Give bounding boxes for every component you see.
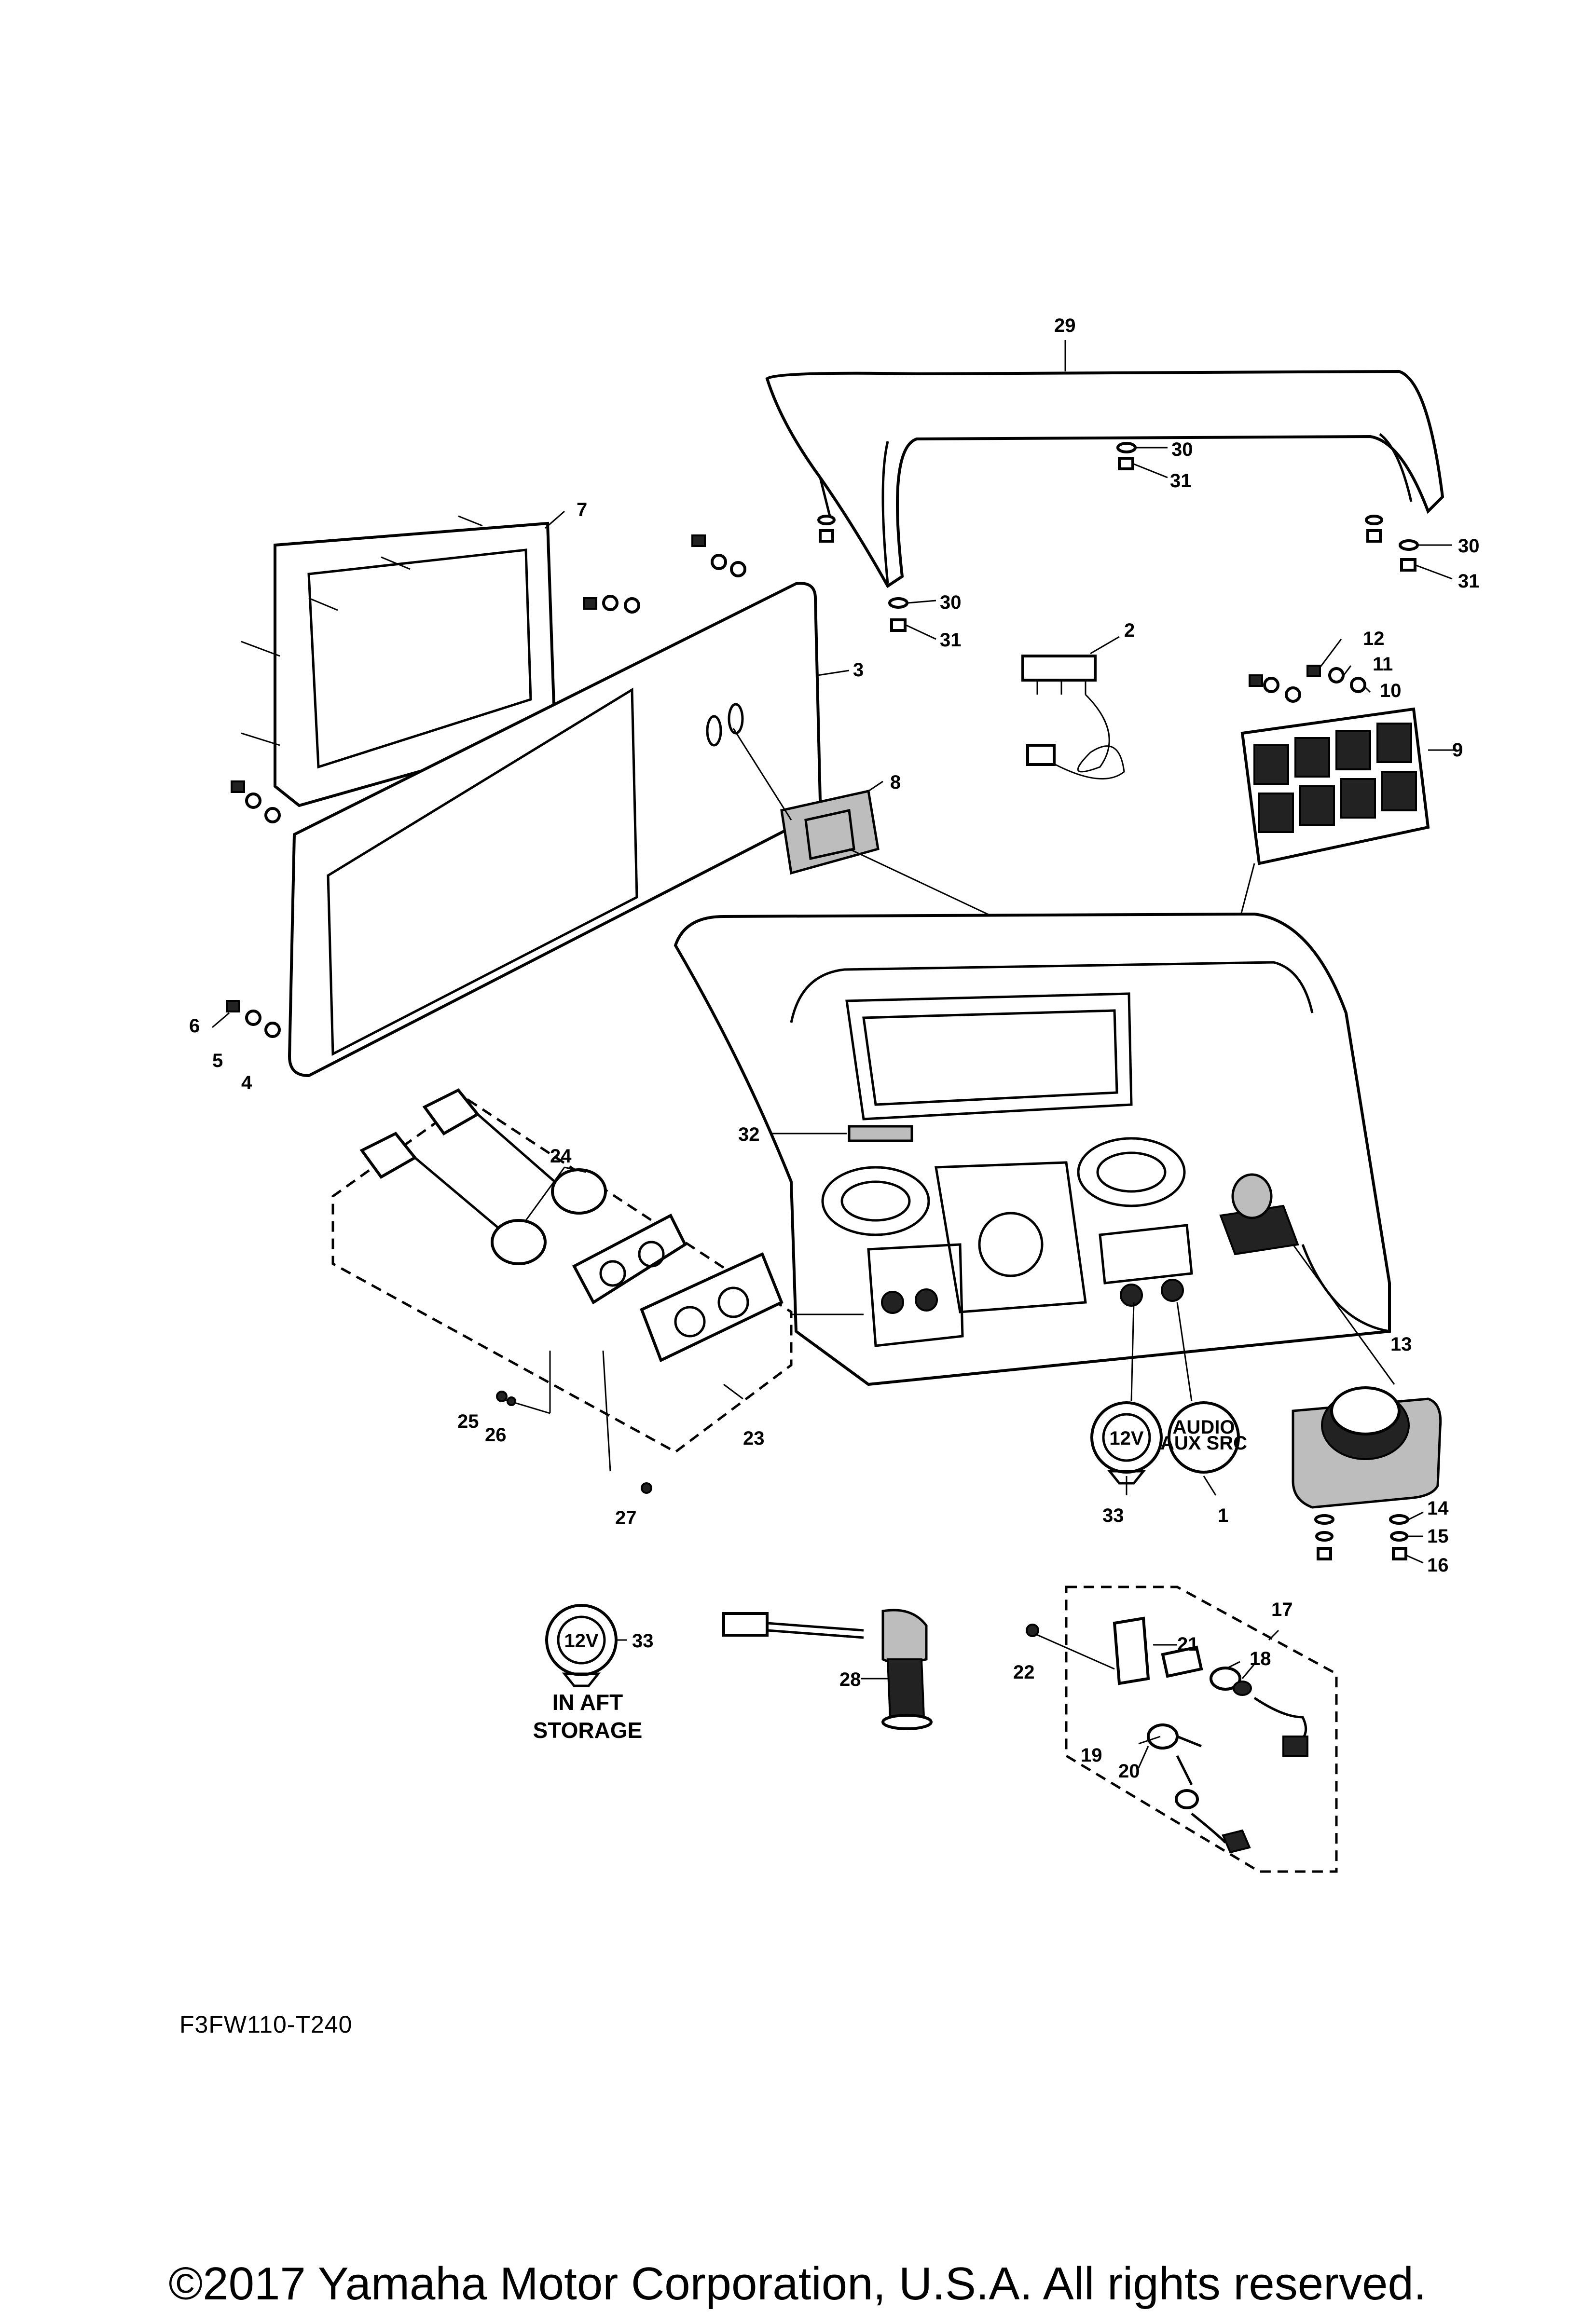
sensor-part-2	[1021, 655, 1125, 780]
dash-console	[674, 912, 1391, 1386]
joystick-part-13	[1292, 1386, 1442, 1509]
audio-sublabel: AUX SRC	[1160, 1433, 1247, 1454]
transducer-part-28	[722, 1609, 933, 1730]
switch-panel-buttons	[1253, 723, 1417, 833]
callout-33a: 33	[1102, 1505, 1124, 1526]
callout-12: 12	[1363, 628, 1385, 649]
audio-input-part-1: AUDIO AUX SRC	[1160, 1401, 1247, 1474]
callout-2: 2	[1124, 620, 1135, 641]
callout-7: 7	[577, 499, 587, 520]
copyright-notice: ©2017 Yamaha Motor Corporation, U.S.A. A…	[168, 2258, 1427, 2310]
callout-14: 14	[1427, 1498, 1449, 1519]
callout-33b: 33	[632, 1630, 654, 1652]
callout-4: 4	[241, 1072, 252, 1094]
callout-labels: 1 2 3 4 5 6 7 8 9 10 11 12 13 14 15 16 1…	[189, 315, 1480, 1782]
callout-23: 23	[743, 1428, 765, 1449]
callout-31b: 31	[1458, 571, 1480, 592]
callout-25: 25	[457, 1411, 479, 1432]
port-12v-label: 12V	[1109, 1428, 1143, 1449]
callout-22: 22	[1013, 1662, 1035, 1683]
switch-panel-part-9	[1176, 707, 1430, 1158]
switch-block-part-8	[732, 728, 880, 875]
callout-30c: 30	[940, 592, 962, 613]
bracket-frame-part-7	[241, 515, 557, 807]
callout-24: 24	[550, 1146, 572, 1167]
outlet-kit-part-24	[359, 1088, 784, 1363]
harness-part-17	[1113, 1616, 1308, 1854]
hardware-4-5-6	[226, 534, 746, 1038]
callout-32: 32	[738, 1124, 760, 1145]
callout-18: 18	[1250, 1648, 1271, 1669]
visor-part-29	[765, 369, 1444, 588]
callout-8: 8	[890, 772, 901, 793]
callout-21: 21	[1177, 1634, 1199, 1655]
audio-label: AUDIO	[1173, 1417, 1235, 1438]
callout-17: 17	[1271, 1599, 1293, 1620]
aft-storage-line2: STORAGE	[533, 1718, 643, 1743]
aft-storage-line1: IN AFT	[552, 1690, 623, 1715]
drawing-code: F3FW110-T240	[179, 2011, 353, 2038]
callout-30b: 30	[1458, 535, 1480, 557]
callout-20: 20	[1118, 1761, 1140, 1782]
callout-3: 3	[853, 659, 864, 681]
callout-28: 28	[839, 1669, 861, 1690]
callout-10: 10	[1380, 680, 1402, 701]
callout-9: 9	[1452, 739, 1463, 761]
port-12v-part-33: 12V	[1090, 1401, 1163, 1485]
aft-storage-note: IN AFT STORAGE	[533, 1690, 643, 1743]
hardware-10-11-12	[1249, 665, 1366, 703]
callout-13: 13	[1390, 1334, 1412, 1355]
callout-6: 6	[189, 1015, 200, 1037]
callout-1: 1	[1218, 1505, 1228, 1526]
callout-19: 19	[1081, 1745, 1102, 1766]
callout-29: 29	[1054, 315, 1076, 336]
callout-26: 26	[485, 1424, 507, 1446]
port-12v-aft: 12V	[545, 1604, 618, 1687]
callout-11: 11	[1373, 654, 1393, 675]
callout-15: 15	[1427, 1526, 1449, 1547]
washer-nut-set	[817, 442, 1419, 632]
callout-31c: 31	[940, 629, 962, 651]
port-12v-aft-label: 12V	[564, 1630, 598, 1652]
callout-16: 16	[1427, 1555, 1449, 1576]
hardware-14-15-16	[1314, 1514, 1409, 1560]
callout-30a: 30	[1171, 439, 1193, 460]
callout-5: 5	[212, 1050, 223, 1071]
callout-27: 27	[615, 1507, 637, 1529]
callout-31a: 31	[1170, 470, 1192, 492]
